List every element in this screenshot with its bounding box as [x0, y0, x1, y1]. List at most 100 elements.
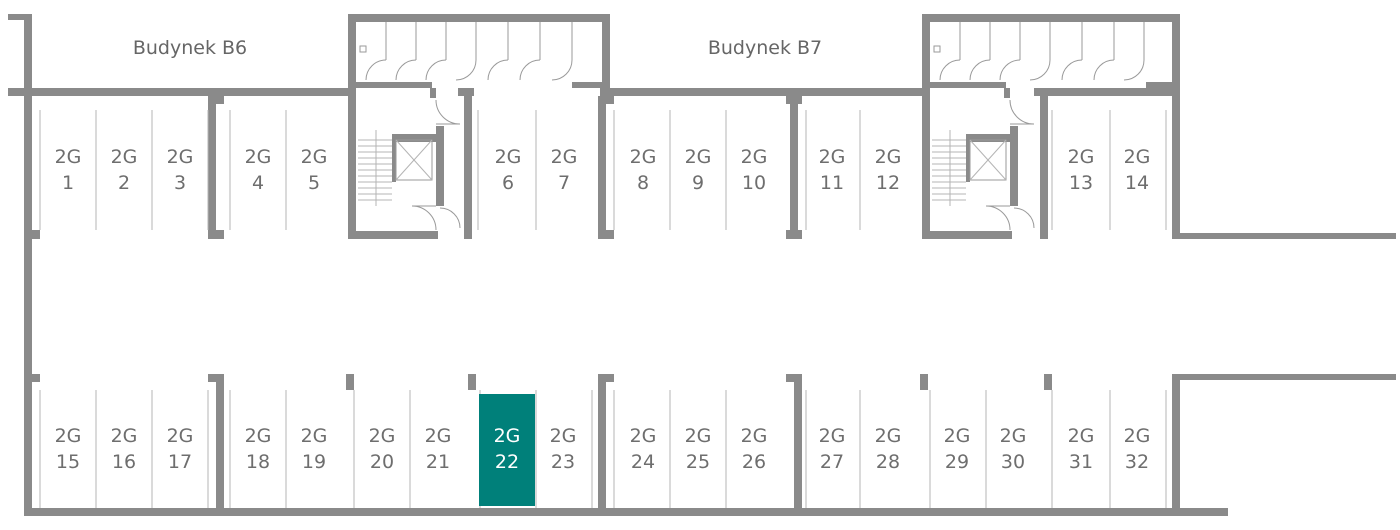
spot-prefix: 2G [55, 425, 82, 447]
spot-number: 4 [252, 172, 264, 194]
parking-spot-2g-7[interactable]: 2G7 [551, 146, 578, 194]
parking-spot-2g-3[interactable]: 2G3 [167, 146, 194, 194]
parking-spot-2g-2[interactable]: 2G2 [111, 146, 138, 194]
spot-prefix: 2G [495, 146, 522, 168]
building-label-b6: Budynek B6 [133, 37, 247, 59]
spot-dividers [39, 110, 1167, 508]
spot-number: 26 [742, 451, 766, 473]
spot-number: 19 [302, 451, 326, 473]
spot-prefix: 2G [1124, 425, 1151, 447]
spot-prefix: 2G [819, 146, 846, 168]
selected-spot-highlight [479, 394, 535, 506]
spot-number: 29 [945, 451, 969, 473]
spot-prefix: 2G [494, 425, 521, 447]
stair-core-b7 [932, 99, 1035, 231]
spot-prefix: 2G [301, 146, 328, 168]
parking-spot-2g-6[interactable]: 2G6 [495, 146, 522, 194]
spot-number: 10 [742, 172, 766, 194]
parking-spot-2g-8[interactable]: 2G8 [630, 146, 657, 194]
spot-number: 13 [1069, 172, 1093, 194]
spot-prefix: 2G [167, 146, 194, 168]
storage-cells-b6 [359, 22, 573, 81]
spot-number: 21 [426, 451, 450, 473]
building-label-b7: Budynek B7 [708, 37, 822, 59]
spot-number: 23 [551, 451, 575, 473]
spot-number: 20 [370, 451, 394, 473]
parking-spots: 2G12G22G32G42G52G62G72G82G92G102G112G122… [55, 146, 1151, 506]
spot-prefix: 2G [685, 425, 712, 447]
spot-prefix: 2G [245, 425, 272, 447]
spot-number: 28 [876, 451, 900, 473]
spot-number: 30 [1001, 451, 1025, 473]
spot-prefix: 2G [55, 146, 82, 168]
spot-prefix: 2G [875, 425, 902, 447]
spot-prefix: 2G [944, 425, 971, 447]
spot-number: 17 [168, 451, 192, 473]
spot-number: 7 [558, 172, 570, 194]
spot-prefix: 2G [245, 146, 272, 168]
spot-number: 32 [1125, 451, 1149, 473]
parking-spot-2g-4[interactable]: 2G4 [245, 146, 272, 194]
spot-prefix: 2G [167, 425, 194, 447]
spot-number: 6 [502, 172, 514, 194]
spot-prefix: 2G [1068, 146, 1095, 168]
spot-prefix: 2G [369, 425, 396, 447]
walls [8, 14, 1396, 516]
storage-cells-b7 [933, 22, 1145, 81]
spot-number: 31 [1069, 451, 1093, 473]
spot-prefix: 2G [111, 146, 138, 168]
spot-prefix: 2G [685, 146, 712, 168]
spot-prefix: 2G [425, 425, 452, 447]
spot-number: 25 [686, 451, 710, 473]
spot-number: 18 [246, 451, 270, 473]
spot-number: 9 [692, 172, 704, 194]
spot-prefix: 2G [1068, 425, 1095, 447]
spot-number: 15 [56, 451, 80, 473]
stair-core-b6 [358, 99, 461, 231]
spot-number: 1 [62, 172, 74, 194]
spot-number: 8 [637, 172, 649, 194]
spot-prefix: 2G [819, 425, 846, 447]
spot-number: 24 [631, 451, 655, 473]
spot-prefix: 2G [111, 425, 138, 447]
spot-number: 11 [820, 172, 844, 194]
parking-spot-2g-1[interactable]: 2G1 [55, 146, 82, 194]
spot-prefix: 2G [630, 425, 657, 447]
spot-prefix: 2G [630, 146, 657, 168]
spot-prefix: 2G [875, 146, 902, 168]
spot-number: 2 [118, 172, 130, 194]
parking-spot-2g-9[interactable]: 2G9 [685, 146, 712, 194]
spot-number: 22 [495, 451, 519, 473]
spot-prefix: 2G [301, 425, 328, 447]
parking-spot-2g-5[interactable]: 2G5 [301, 146, 328, 194]
spot-number: 16 [112, 451, 136, 473]
spot-number: 12 [876, 172, 900, 194]
spot-prefix: 2G [550, 425, 577, 447]
spot-prefix: 2G [1000, 425, 1027, 447]
spot-prefix: 2G [1124, 146, 1151, 168]
